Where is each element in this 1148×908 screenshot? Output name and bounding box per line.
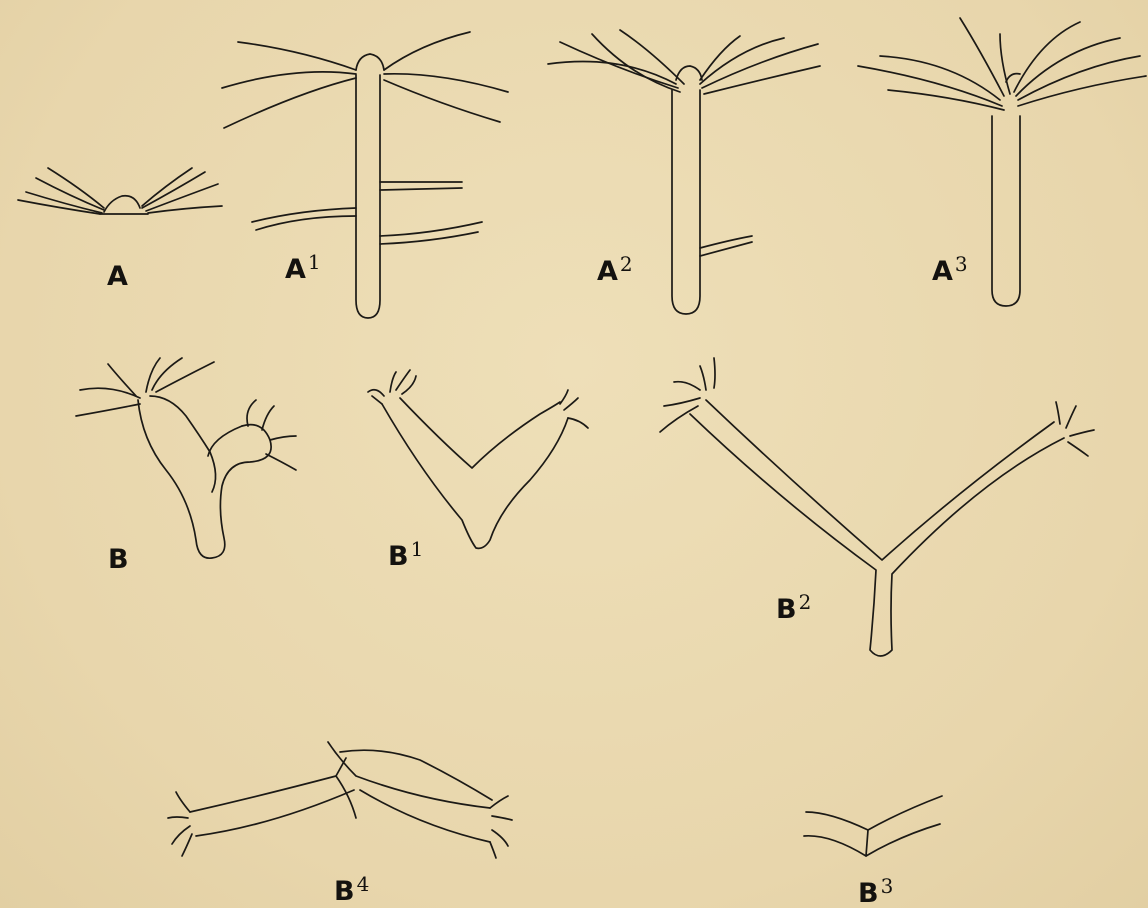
label-a: A <box>107 263 130 290</box>
figure-b2-drawing <box>660 358 1094 656</box>
figure-b4-drawing <box>168 742 512 858</box>
figure-b3-drawing <box>804 796 942 856</box>
figure-a3-drawing <box>858 18 1146 306</box>
figure-b-drawing <box>76 358 296 558</box>
figure-a1-drawing <box>222 32 508 318</box>
label-b: B <box>108 546 131 573</box>
figure-a2-drawing <box>548 30 820 314</box>
figure-a-drawing <box>18 168 222 214</box>
figure-b1-drawing <box>368 370 588 548</box>
